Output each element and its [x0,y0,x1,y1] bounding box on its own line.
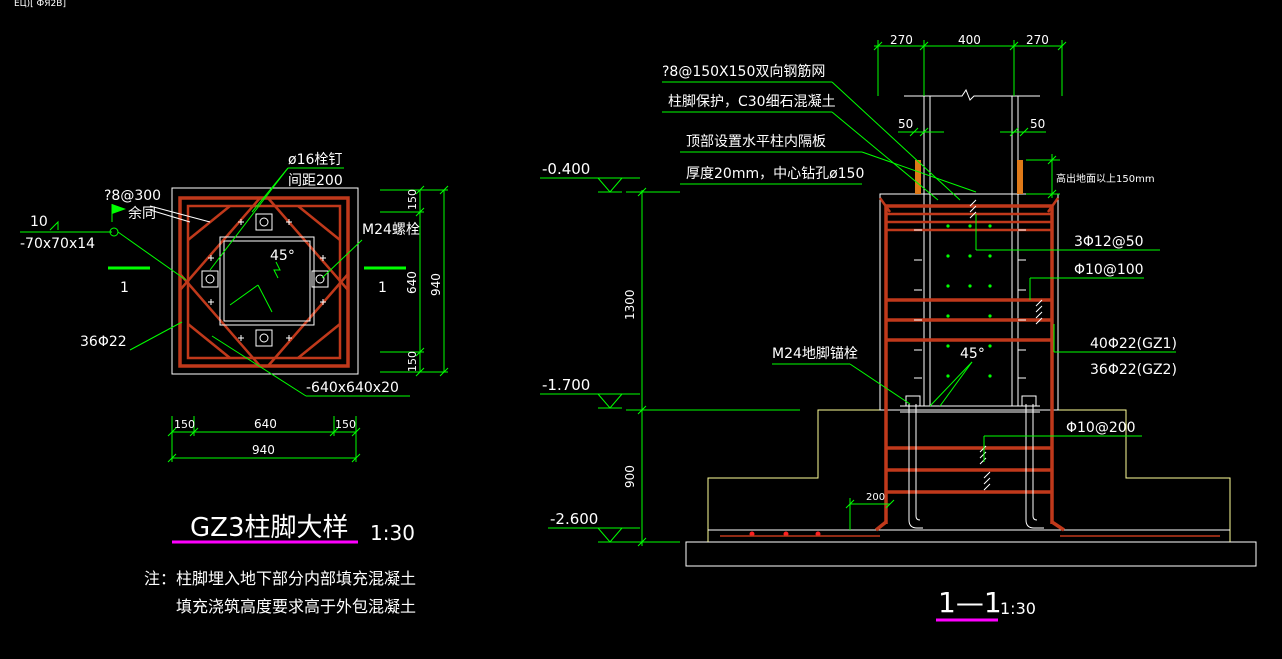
section-top-rebar-label: 3Φ12@50 [1074,234,1144,250]
section-angle-label: 45° [960,346,985,362]
plan-dim-b1: 150 [174,418,195,431]
section-bottom-rebar [720,531,1220,537]
section-dim-200-label: 200 [866,492,885,503]
plan-title: GZ3柱脚大样 [190,513,349,543]
plan-weld-size: 10 [30,214,48,230]
section-elev-2: -1.700 [542,376,590,394]
flag-icon [112,204,126,214]
plan-dim-r-total: 940 [429,273,443,296]
plan-angle-line [229,284,259,306]
section-encasement [879,193,1059,411]
section-scale: 1:30 [1000,599,1036,618]
section-main2-label: 36Φ22(GZ2) [1090,362,1177,378]
section-dim-above [1026,154,1060,199]
plan-angle-size: -70x70x14 [20,236,95,252]
section-elev-3: -2.600 [550,510,598,528]
section-dim-200 [845,498,895,530]
section-protect-label: 柱脚保护，C30细石混凝土 [668,94,836,110]
plan-bolt-label: M24螺栓 [362,222,420,238]
plan-view: 45° ø16栓钉 间距200 ?8@300 余同 10 -70x70x14 1… [20,152,449,616]
plan-stud-spacing: 间距200 [288,173,343,189]
section-elev-1: -0.400 [542,160,590,178]
section-mark-right-label: 1 [378,280,387,296]
plan-dim-r1: 150 [406,189,419,210]
section-main1-label: 40Φ22(GZ1) [1090,336,1177,352]
section-steel-column [900,88,1040,413]
plan-scale: 1:30 [370,521,415,545]
section-diaphragm-label: 顶部设置水平柱内隔板 [686,134,826,150]
plan-bolts [201,213,329,347]
plan-dim-b3: 150 [335,418,356,431]
section-mark-left-label: 1 [120,280,129,296]
section-dim-t2: 400 [958,33,981,47]
section-base-slab [685,541,1257,567]
section-view: 45° 270 400 270 50 50 高出地面以 [540,33,1257,622]
plan-rebar-label: 36Φ22 [80,334,127,350]
section-above-label: 高出地面以上150mm [1056,172,1155,185]
section-height-dims [626,187,800,547]
section-anchor-label: M24地脚锚栓 [772,346,858,362]
section-break-marks [969,199,1043,491]
plan-concrete-outline [171,187,359,375]
plan-dim-r3: 150 [406,351,419,372]
plan-stud-label: ø16栓钉 [288,152,342,168]
section-dims-top [873,40,1067,96]
plan-plate-label: -640x640x20 [306,380,399,396]
plan-dim-total: 940 [252,443,275,457]
plan-note-2: 填充浇筑高度要求高于外包混凝土 [176,597,416,616]
section-elevations [540,177,680,543]
section-dims-50 [898,127,1046,137]
section-title: 1—1 [938,586,1002,619]
plan-dim-b2: 640 [254,417,277,431]
section-dim-t1: 270 [890,33,913,47]
section-height-1: 1300 [623,289,637,320]
section-dim-50-right: 50 [1030,117,1045,131]
section-rebar-cage [874,204,1065,532]
section-diaphragm-label2: 厚度20mm，中心钻孔ø150 [686,166,864,182]
plan-note-1: 注：柱脚埋入地下部分内部填充混凝土 [144,569,416,588]
section-dim-50-left: 50 [898,117,913,131]
plan-dims-right [380,185,449,377]
plan-stirrup-label: ?8@300 [104,188,161,204]
section-stirrup2-label: Φ10@200 [1066,420,1136,436]
plan-stirrup-same: 余同 [128,205,156,222]
section-anchor-bolts [905,395,1044,529]
section-mesh-label: ?8@150X150双向钢筋网 [662,63,825,80]
section-height-2: 900 [623,465,637,488]
section-stirrup-label: Φ10@100 [1074,262,1144,278]
plan-angle-label: 45° [270,248,295,264]
section-footing [707,409,1231,542]
plan-steel-column [219,236,315,326]
plan-dims-bottom [167,416,361,463]
section-stud-ticks [914,229,1026,379]
plan-dim-r2: 640 [405,271,419,294]
section-dim-t3: 270 [1026,33,1049,47]
header-fragment: ЁЦ)[ ФЯ2В] [14,0,66,9]
section-stud-right [1017,160,1023,194]
plan-steel-column-inner [223,240,311,322]
section-stud-left [915,160,921,194]
plan-studs [208,219,326,341]
section-rebar-dots [946,224,992,378]
